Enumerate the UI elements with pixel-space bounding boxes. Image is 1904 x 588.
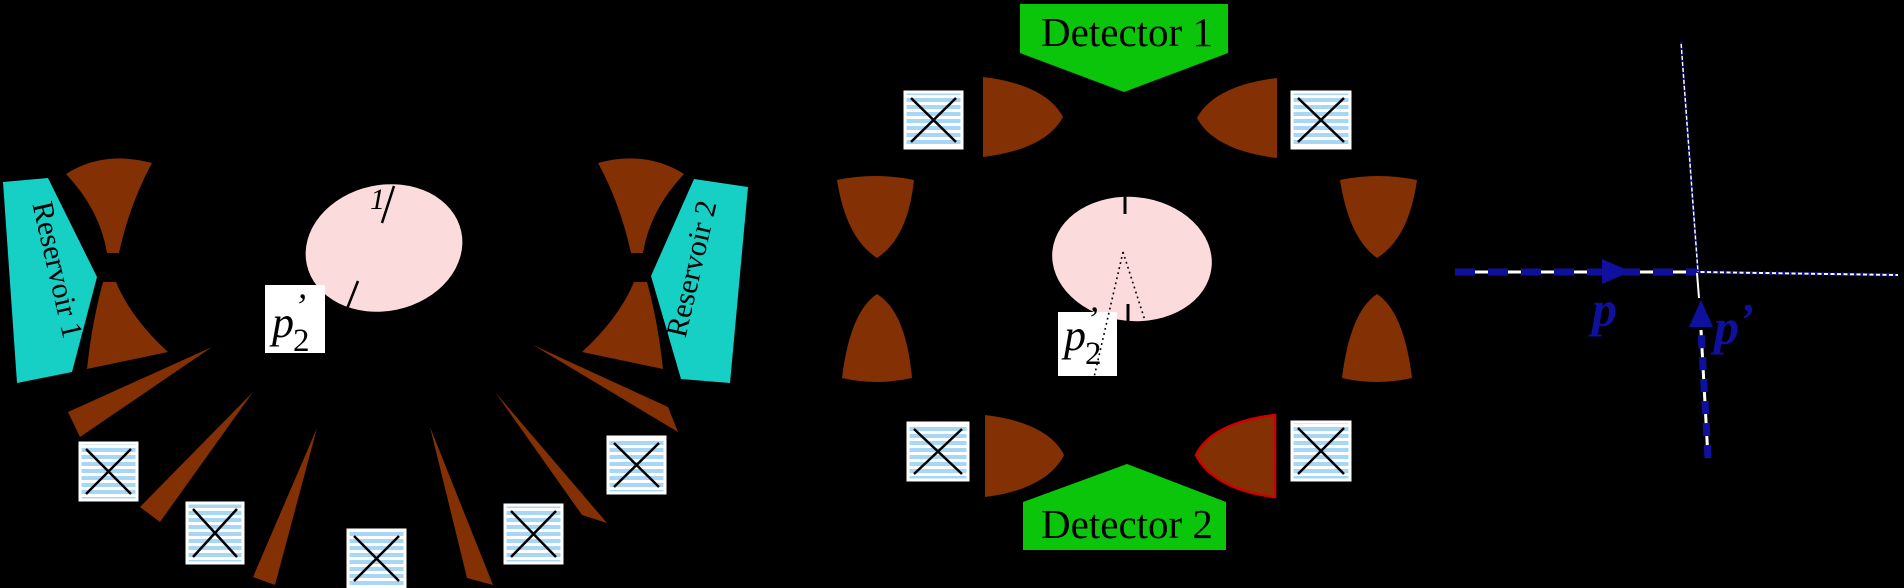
momentum-label-box-middle bbox=[1058, 312, 1117, 376]
left-qpc-upper-gate bbox=[837, 176, 914, 258]
scattered-momentum-label: p’ bbox=[1710, 295, 1754, 355]
vertical-axis-dotted bbox=[1679, 41, 1700, 273]
ohmic-contact-left-2 bbox=[185, 501, 245, 565]
blob-top-tick bbox=[380, 185, 396, 224]
scattered-arrow-baseline bbox=[1699, 329, 1710, 459]
qpc1-lower-gate bbox=[87, 282, 168, 369]
ohmic-contact-left-3 bbox=[346, 528, 407, 588]
blob-edge-mark-1: 1 bbox=[370, 183, 385, 216]
fan-gate-wedge-2 bbox=[140, 392, 253, 522]
incoming-arrowhead bbox=[1602, 259, 1631, 284]
fan-gate-wedge-4 bbox=[430, 427, 493, 585]
bottom-qpc-left-gate bbox=[985, 415, 1064, 497]
momentum-label-left: p’2 bbox=[269, 286, 310, 359]
fan-gate-wedge-3 bbox=[253, 428, 317, 585]
reservoir-1-shape bbox=[3, 178, 97, 383]
ohmic-contact-mid-bottomleft bbox=[906, 421, 970, 482]
right-qpc-lower-gate bbox=[1342, 294, 1412, 382]
middle-panel: Detector 1 Detector 2 bbox=[837, 4, 1417, 550]
fan-gate-wedge-5 bbox=[495, 392, 607, 523]
incoming-momentum-label: p bbox=[1588, 281, 1617, 337]
momentum-label-middle: p’2 bbox=[1061, 299, 1102, 372]
qpc2-lower-gate bbox=[582, 282, 663, 369]
top-qpc-right-gate bbox=[1197, 78, 1277, 158]
scattering-blob-middle bbox=[1052, 196, 1212, 322]
emission-cone-left-edge bbox=[1091, 251, 1124, 387]
scattering-blob-left bbox=[305, 184, 463, 312]
ohmic-contact-left-1 bbox=[78, 441, 139, 502]
ohmic-contact-left-5 bbox=[606, 435, 667, 495]
bottom-qpc-right-gate-highlighted bbox=[1194, 413, 1277, 499]
ohmic-contact-mid-bottomright bbox=[1290, 420, 1352, 482]
right-panel: p p’ bbox=[1455, 41, 1899, 459]
detector-1-label: Detector 1 bbox=[1041, 9, 1213, 55]
blob-bottom-tick bbox=[343, 280, 360, 315]
ohmic-contact-left-4 bbox=[503, 503, 564, 565]
right-qpc-upper-gate bbox=[1340, 176, 1417, 258]
qpc2-upper-gate bbox=[598, 158, 684, 253]
left-panel: Reservoir 1 Reservoir 2 bbox=[3, 158, 748, 588]
emission-cone-right-edge bbox=[1122, 251, 1150, 334]
detector-2-shape bbox=[1023, 464, 1226, 550]
ohmic-contact-mid-topleft bbox=[903, 90, 964, 150]
fan-gate-wedge-1 bbox=[68, 347, 212, 437]
reservoir-2-shape bbox=[651, 179, 748, 383]
momentum-label-box-left bbox=[265, 285, 325, 353]
ohmic-contact-mid-topright bbox=[1290, 90, 1352, 150]
qpc1-upper-gate bbox=[66, 158, 152, 253]
scattered-arrowhead bbox=[1689, 300, 1713, 327]
scattered-arrow-tip-line bbox=[1696, 272, 1700, 299]
forward-dotted-line bbox=[1697, 270, 1899, 277]
detector-1-shape bbox=[1020, 4, 1228, 92]
top-qpc-left-gate bbox=[983, 77, 1063, 157]
left-qpc-lower-gate bbox=[842, 294, 912, 382]
fan-gate-wedge-6 bbox=[533, 345, 678, 432]
detector-2-label: Detector 2 bbox=[1041, 501, 1213, 547]
